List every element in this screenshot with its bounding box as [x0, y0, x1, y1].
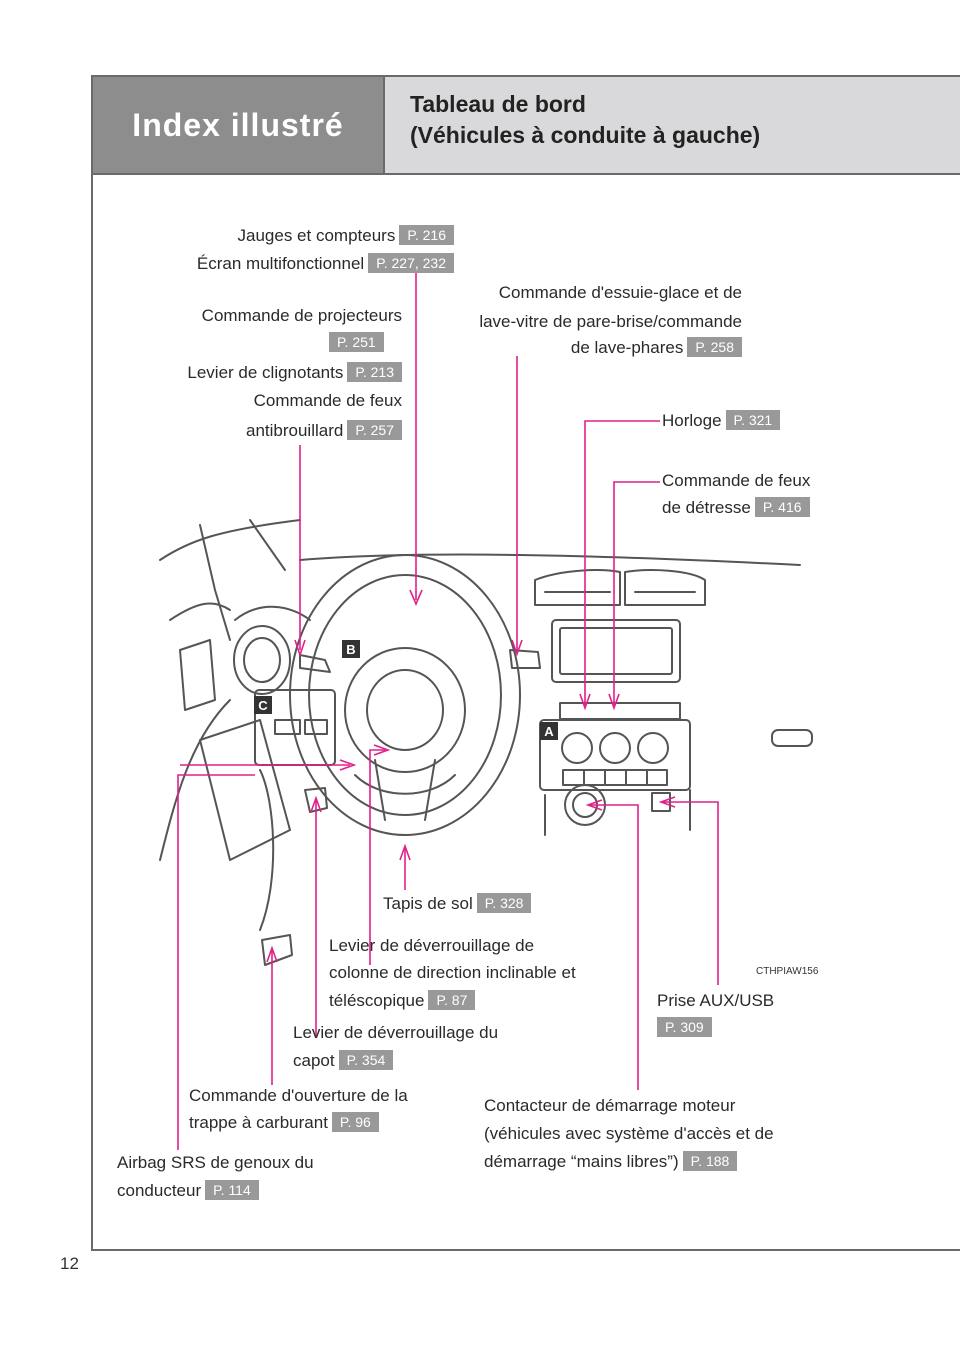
header-divider — [93, 173, 960, 175]
label-projecteurs: Commande de projecteurs — [201, 306, 402, 325]
label-contacteur: démarrage “mains libres”)P. 188 — [484, 1151, 738, 1173]
page-ref-clignotants[interactable]: P. 213 — [347, 362, 402, 382]
label-colonne-line1: Levier de déverrouillage de — [329, 936, 535, 955]
section-title: Index illustré — [132, 106, 344, 143]
page-ref-airbag[interactable]: P. 114 — [205, 1180, 259, 1200]
page-ref-jauges[interactable]: P. 216 — [399, 225, 454, 245]
page-ref-detresse[interactable]: P. 416 — [754, 497, 810, 517]
page-ref-capot[interactable]: P. 354 — [338, 1050, 394, 1070]
label-trappe-line1: Commande d'ouverture de la — [189, 1086, 408, 1105]
page-title-line2: (Véhicules à conduite à gauche) — [410, 122, 761, 148]
page-ref-tapis[interactable]: P. 328 — [476, 893, 532, 913]
callout-badge-a: A — [540, 722, 558, 740]
page-ref-ecran[interactable]: P. 227, 232 — [368, 253, 454, 273]
page-ref-prise[interactable]: P. 309 — [657, 1017, 712, 1037]
label-prise-ref: P. 309 — [653, 1017, 712, 1039]
page-title-line1: Tableau de bord — [410, 91, 586, 117]
dashboard-drawing — [159, 519, 813, 966]
label-contacteur-line1: Contacteur de démarrage moteur — [484, 1096, 736, 1115]
header-section-panel — [93, 77, 383, 173]
page-ref-trappe[interactable]: P. 96 — [331, 1112, 379, 1132]
page-frame — [91, 75, 960, 1251]
page-title: Tableau de bord (Véhicules à conduite à … — [410, 89, 760, 151]
page-number: 12 — [60, 1254, 79, 1273]
header-title-panel — [383, 77, 960, 173]
label-prise: Prise AUX/USB — [657, 991, 775, 1010]
label-airbag-line1: Airbag SRS de genoux du — [117, 1153, 314, 1172]
label-capot-line1: Levier de déverrouillage du — [293, 1023, 499, 1042]
page-ref-colonne[interactable]: P. 87 — [428, 990, 476, 1010]
label-detresse-line1: Commande de feux — [662, 471, 811, 490]
callout-badge-b: B — [342, 640, 360, 658]
leader-lines — [177, 264, 719, 1150]
label-essuie-line2: lave-vitre de pare-brise/commande — [479, 312, 742, 331]
page-ref-horloge[interactable]: P. 321 — [725, 410, 781, 430]
label-contacteur-line2: (véhicules avec système d'accès et de — [484, 1124, 774, 1143]
label-projecteurs-ref: P. 251 — [325, 332, 384, 354]
image-code: CTHPIAW156 — [756, 966, 819, 977]
label-antibrouillard-line1: Commande de feux — [253, 391, 402, 410]
label-colonne-line2: colonne de direction inclinable et — [329, 963, 576, 982]
page-ref-antibrouillard[interactable]: P. 257 — [347, 420, 402, 440]
page-ref-contacteur[interactable]: P. 188 — [682, 1151, 738, 1171]
callout-badge-c: C — [254, 696, 272, 714]
page-ref-essuie[interactable]: P. 258 — [687, 337, 742, 357]
page-ref-projecteurs[interactable]: P. 251 — [329, 332, 384, 352]
label-essuie-line1: Commande d'essuie-glace et de — [498, 283, 742, 302]
